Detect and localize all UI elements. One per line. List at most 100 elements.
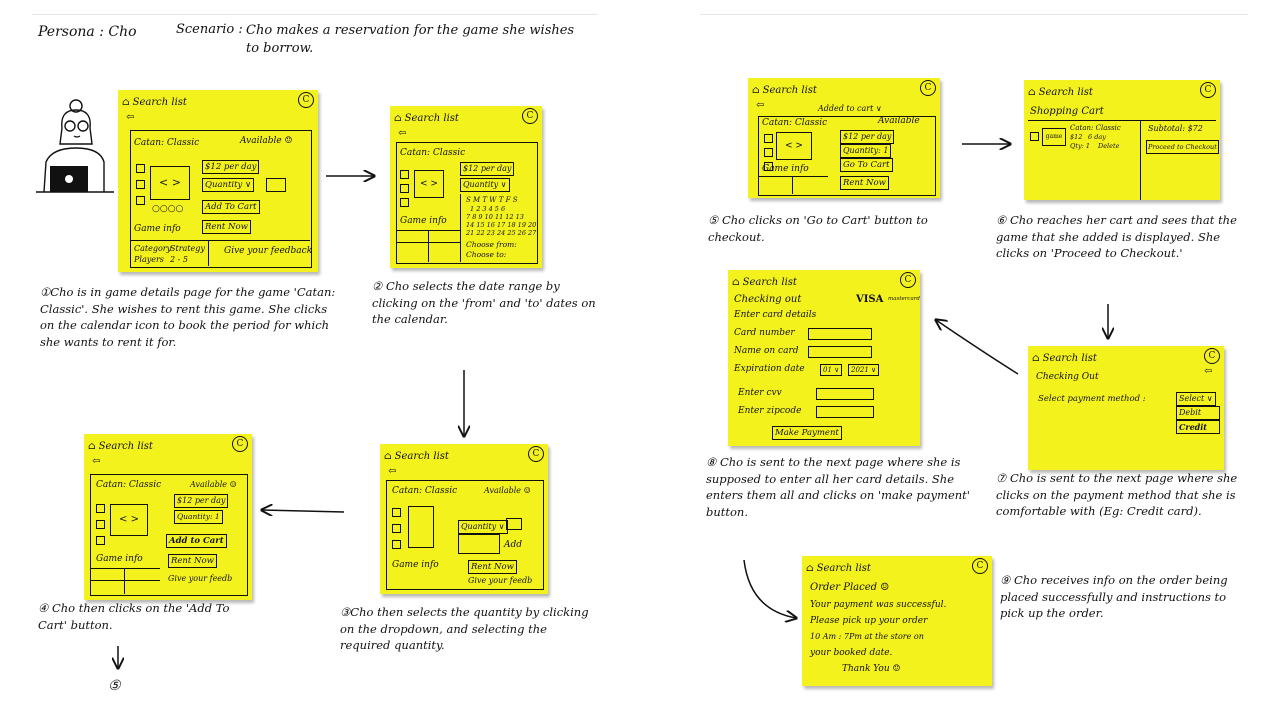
add-to-cart-button[interactable]: Add To Cart <box>202 200 260 214</box>
thumbnail-checkbox[interactable] <box>400 170 409 179</box>
thumbnail-checkbox[interactable] <box>96 504 105 513</box>
cart-icon[interactable]: C <box>972 558 988 574</box>
item-checkbox[interactable] <box>1030 132 1039 141</box>
feedback-link[interactable]: Give your feedb <box>168 574 233 583</box>
cart-icon[interactable]: C <box>298 92 314 108</box>
quantity-dropdown[interactable]: Quantity ∨ <box>458 520 508 534</box>
feedback-link[interactable]: Give your feedb <box>468 576 533 585</box>
expiration-month-dropdown[interactable]: 01 ∨ <box>820 364 843 376</box>
game-image-carousel[interactable] <box>408 506 434 548</box>
proceed-to-checkout-button[interactable]: Proceed to Checkout <box>1146 140 1219 154</box>
game-image-carousel[interactable]: < > <box>414 170 444 198</box>
back-arrow-icon[interactable]: ⇦ <box>756 100 765 111</box>
calendar-icon[interactable] <box>266 178 286 192</box>
thumbnail-checkbox[interactable] <box>136 196 145 205</box>
arrow-step3-to-step4 <box>262 510 345 512</box>
feedback-link[interactable]: Give your feedback <box>224 246 313 256</box>
zipcode-input[interactable] <box>816 406 874 418</box>
cart-icon[interactable]: C <box>522 108 538 124</box>
calendar-row[interactable]: 7 8 9 10 11 12 13 <box>466 213 524 221</box>
thumbnail-checkbox[interactable] <box>392 540 401 549</box>
home-icon[interactable]: ⌂ <box>394 112 402 124</box>
quantity-dropdown[interactable]: Quantity: 1 <box>174 510 223 524</box>
home-icon[interactable]: ⌂ <box>384 450 392 462</box>
rent-now-button[interactable]: Rent Now <box>202 220 251 234</box>
cart-icon[interactable]: C <box>528 446 544 462</box>
game-image-carousel[interactable]: < > <box>776 132 812 160</box>
category-value: Strategy <box>170 244 205 253</box>
home-icon[interactable]: ⌂ <box>806 562 814 574</box>
subtotal-label: Subtotal: $72 <box>1148 124 1203 133</box>
make-payment-button[interactable]: Make Payment <box>772 426 842 440</box>
search-list-title: Search list <box>1038 86 1093 98</box>
thumbnail-checkbox[interactable] <box>96 536 105 545</box>
calendar-row[interactable]: 21 22 23 24 25 26 27 <box>466 229 537 237</box>
thumbnail-checkbox[interactable] <box>764 162 773 171</box>
rent-now-button[interactable]: Rent Now <box>168 554 217 568</box>
order-message-line: your booked date. <box>810 648 893 658</box>
back-arrow-icon[interactable]: ⇦ <box>126 112 135 123</box>
search-list-title: Search list <box>404 112 459 124</box>
thumbnail-checkbox[interactable] <box>400 198 409 207</box>
cart-icon[interactable]: C <box>232 436 248 452</box>
card-number-input[interactable] <box>808 328 872 340</box>
delete-link[interactable]: Delete <box>1098 142 1120 150</box>
cart-item-image: game <box>1042 128 1066 146</box>
home-icon[interactable]: ⌂ <box>122 96 130 108</box>
thumbnail-checkbox[interactable] <box>392 524 401 533</box>
caption-step-4-next: ⑤ <box>108 678 121 694</box>
calendar-row[interactable]: 14 15 16 17 18 19 20 <box>466 221 537 229</box>
calendar-row[interactable]: 1 2 3 4 5 6 <box>470 205 506 213</box>
expiration-date-label: Expiration date <box>734 364 805 374</box>
home-icon[interactable]: ⌂ <box>732 276 740 288</box>
add-to-cart-button[interactable]: Add <box>504 540 523 550</box>
go-to-cart-button[interactable]: Go To Cart <box>840 158 893 172</box>
quantity-dropdown[interactable]: Quantity ∨ <box>202 178 255 192</box>
name-on-card-input[interactable] <box>808 346 872 358</box>
expiration-year-dropdown[interactable]: 2021 ∨ <box>848 364 880 376</box>
home-icon[interactable]: ⌂ <box>1032 352 1040 364</box>
cvv-input[interactable] <box>816 388 874 400</box>
carousel-dots[interactable]: ○○○○ <box>152 204 184 214</box>
credit-option[interactable]: Credit <box>1176 420 1220 434</box>
thumbnail-checkbox[interactable] <box>96 520 105 529</box>
thumbnail-checkbox[interactable] <box>764 148 773 157</box>
cart-icon[interactable]: C <box>900 272 916 288</box>
quantity-dropdown[interactable]: Quantity ∨ <box>460 178 510 192</box>
thumbnail-checkbox[interactable] <box>764 134 773 143</box>
cart-icon[interactable]: C <box>1200 82 1216 98</box>
choose-to-field[interactable]: Choose to: <box>466 250 507 259</box>
game-info-label: Game info <box>400 216 447 226</box>
sticky-note-quantity: ⌂Search list C ⇦ Catan: Classic Availabl… <box>380 444 548 594</box>
back-arrow-icon[interactable]: ⇦ <box>388 466 397 477</box>
caption-step-3: ③Cho then selects the quantity by clicki… <box>340 605 589 652</box>
sticky-note-order-placed: ⌂Search list C Order Placed ☺ Your payme… <box>802 556 992 686</box>
home-icon[interactable]: ⌂ <box>1028 86 1036 98</box>
rent-now-button[interactable]: Rent Now <box>468 560 517 574</box>
game-image-carousel[interactable]: < > <box>110 504 148 536</box>
divider <box>124 568 125 594</box>
thumbnail-checkbox[interactable] <box>136 180 145 189</box>
added-to-cart-dropdown[interactable]: Added to cart ∨ <box>818 104 882 113</box>
cart-icon[interactable]: C <box>920 80 936 96</box>
home-icon[interactable]: ⌂ <box>88 440 96 452</box>
home-icon[interactable]: ⌂ <box>752 84 760 96</box>
cart-item-title: Catan: Classic <box>1070 124 1121 132</box>
cart-icon[interactable]: C <box>1204 348 1220 364</box>
debit-option[interactable]: Debit <box>1176 406 1220 420</box>
divider <box>1028 120 1216 121</box>
thumbnail-checkbox[interactable] <box>136 164 145 173</box>
rent-now-button[interactable]: Rent Now <box>840 176 889 190</box>
back-arrow-icon[interactable]: ⇦ <box>1204 366 1213 377</box>
calendar-icon[interactable] <box>506 518 522 530</box>
thumbnail-checkbox[interactable] <box>400 184 409 193</box>
quantity-options[interactable] <box>458 534 500 554</box>
back-arrow-icon[interactable]: ⇦ <box>398 128 407 139</box>
back-arrow-icon[interactable]: ⇦ <box>92 456 101 467</box>
thumbnail-checkbox[interactable] <box>392 508 401 517</box>
payment-method-dropdown[interactable]: Select ∨ <box>1176 392 1216 406</box>
add-to-cart-button[interactable]: Add to Cart <box>166 534 227 548</box>
choose-from-field[interactable]: Choose from: <box>466 240 517 249</box>
quantity-dropdown[interactable]: Quantity: 1 <box>840 144 892 158</box>
game-image-carousel[interactable]: < > <box>150 166 190 200</box>
